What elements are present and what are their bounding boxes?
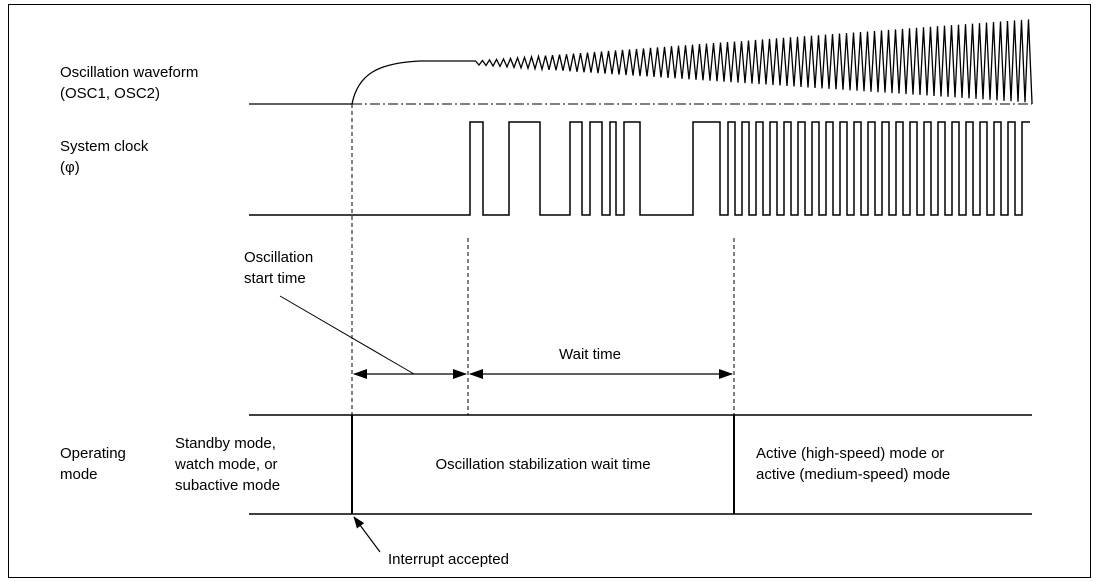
interrupt-label: Interrupt accepted bbox=[388, 551, 509, 568]
system-clock-signal bbox=[249, 121, 1030, 216]
diagram-frame bbox=[8, 4, 1091, 578]
operating-mode-label-line2: mode bbox=[60, 466, 98, 483]
wait-time-label: Wait time bbox=[559, 346, 621, 363]
standby-mode-line1: Standby mode, bbox=[175, 435, 276, 452]
osc-start-label-line2: start time bbox=[244, 270, 306, 287]
clk-label-line1: System clock bbox=[60, 138, 149, 155]
stabilization-wait-label: Oscillation stabilization wait time bbox=[435, 456, 651, 473]
standby-mode-line2: watch mode, or bbox=[175, 456, 278, 473]
osc-label-line2: (OSC1, OSC2) bbox=[60, 85, 161, 102]
active-mode-line1: Active (high-speed) mode or bbox=[756, 445, 945, 462]
osc-label-line1: Oscillation waveform bbox=[60, 64, 199, 81]
oscillation-waveform-trace bbox=[249, 19, 1033, 105]
osc-start-label-line1: Oscillation bbox=[244, 249, 314, 266]
oscillation-waveform bbox=[249, 19, 1033, 105]
operating-mode-label-line1: Operating bbox=[60, 445, 126, 462]
interrupt-arrow bbox=[353, 516, 381, 553]
system-clock-trace bbox=[249, 121, 1030, 216]
standby-mode-line3: subactive mode bbox=[175, 477, 281, 494]
osc-start-leader-line bbox=[279, 295, 415, 375]
active-mode-line2: active (medium-speed) mode bbox=[756, 466, 951, 483]
clk-label-line2: (φ) bbox=[60, 159, 80, 176]
